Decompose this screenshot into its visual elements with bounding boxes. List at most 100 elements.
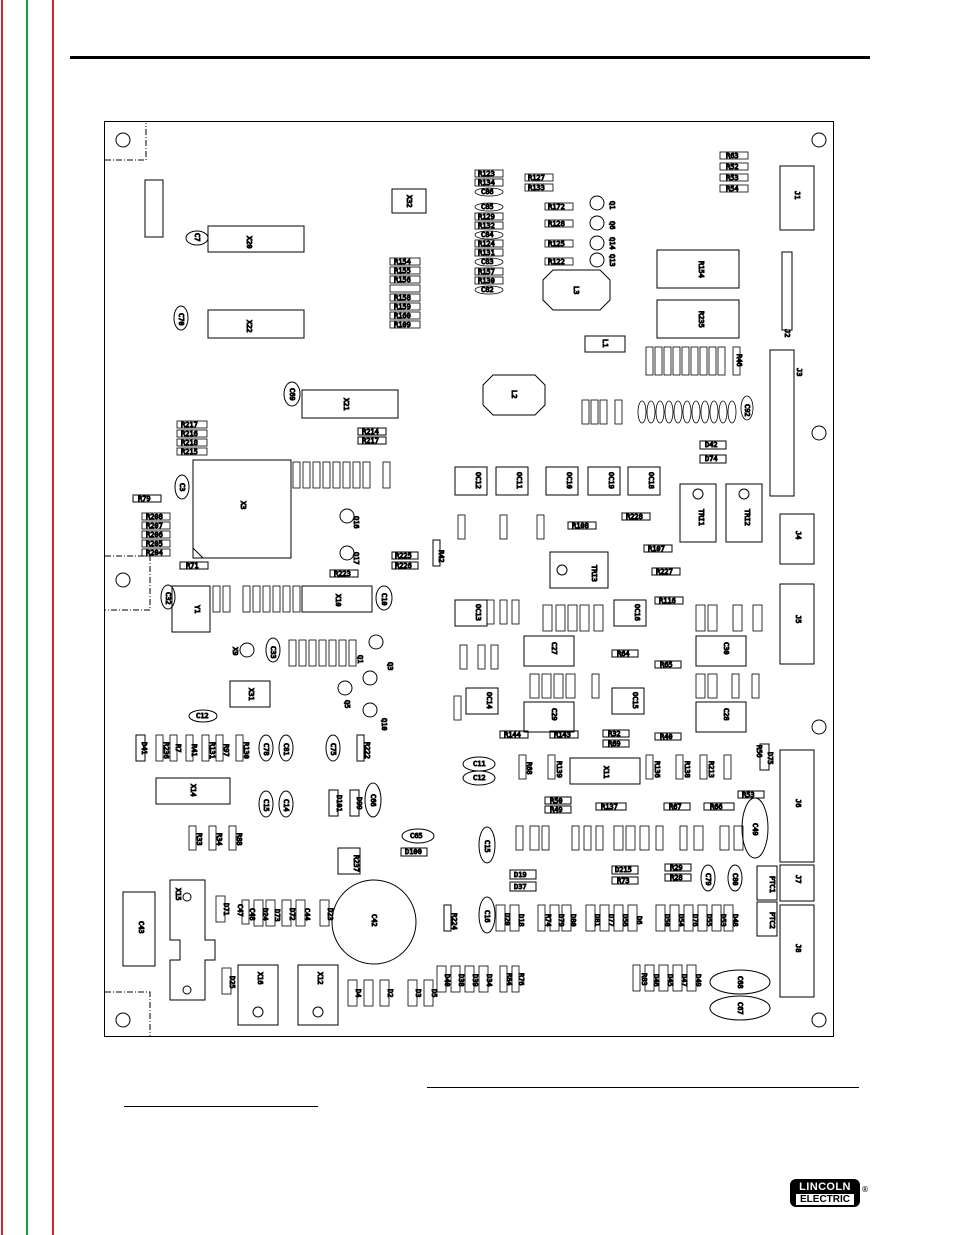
- underline-rule-left: [124, 1106, 318, 1107]
- capacitor-c92: [740, 395, 754, 421]
- cutout-outline: [105, 123, 147, 161]
- component-label: C79: [704, 873, 712, 886]
- resistor-r129: [474, 212, 504, 221]
- component-outline: [262, 585, 271, 613]
- component-label: C81: [282, 743, 290, 756]
- capacitor-c33: [265, 637, 281, 663]
- component-outline: [644, 964, 655, 992]
- ic-x22: [207, 309, 305, 339]
- component-label: R66: [710, 803, 723, 811]
- component-label: R218: [181, 439, 198, 447]
- resistor-r71: [179, 561, 209, 570]
- component-x15: [169, 879, 216, 1001]
- component-label: R67: [669, 803, 682, 811]
- component-label: C47: [236, 904, 244, 917]
- component-label: R73: [617, 877, 630, 885]
- capacitor-c84: [474, 230, 504, 240]
- component-label: D20: [503, 913, 511, 926]
- component-label: R107: [648, 545, 665, 553]
- component-outline: [342, 461, 351, 489]
- component-label: D42: [705, 441, 718, 449]
- component-outline: [298, 639, 307, 667]
- component-outline: [590, 399, 599, 425]
- component-label: C33: [269, 646, 277, 659]
- component-label: D75: [766, 752, 774, 765]
- resistor-r143: [549, 730, 579, 739]
- ic-x20: [207, 225, 305, 253]
- component-label: X16: [256, 972, 264, 985]
- component-outline: [752, 604, 763, 632]
- transistor-q10: [362, 702, 378, 718]
- ic-x31: [229, 680, 271, 708]
- component-label: PTC1: [768, 876, 776, 893]
- component-outline: [389, 257, 421, 266]
- component-label: C43: [137, 921, 145, 934]
- component-label: C65: [410, 832, 423, 840]
- component-label: L2: [510, 390, 518, 398]
- resistor-r235-power: [656, 299, 740, 339]
- component-outline: [614, 399, 623, 425]
- component-outline: [486, 599, 495, 625]
- component-label: X3: [239, 501, 247, 509]
- component-outline: [182, 892, 192, 902]
- component-outline: [549, 904, 560, 932]
- component-outline: [282, 585, 291, 613]
- transistor-q14: [589, 235, 605, 251]
- component-label: C48: [248, 908, 256, 921]
- component-outline: [658, 964, 669, 992]
- component-label: R205: [146, 540, 163, 548]
- component-label: D45: [666, 974, 674, 987]
- resistor-r53: [719, 173, 749, 182]
- component-outline: [477, 644, 486, 670]
- component-label: R33: [195, 833, 203, 846]
- component-outline: [272, 585, 281, 613]
- component-outline: [542, 604, 553, 632]
- component-outline: [176, 438, 208, 447]
- resistor-stack-r154: [389, 257, 421, 329]
- resistor-r154-power: [656, 249, 740, 289]
- component-outline: [583, 825, 592, 851]
- component-label: OC12: [474, 472, 482, 489]
- component-outline: [511, 965, 520, 993]
- resistor-r50: [544, 796, 572, 805]
- component-outline: [379, 979, 390, 1007]
- component-label: R206: [146, 531, 163, 539]
- component-label: R137: [601, 803, 618, 811]
- component-outline: [655, 904, 666, 932]
- component-label: D39: [471, 974, 479, 987]
- capacitor-c12-mid: [462, 770, 496, 786]
- component-label: R71: [186, 562, 199, 570]
- component-label: D18: [517, 914, 525, 927]
- capacitor-c27: [523, 635, 575, 667]
- component-outline: [322, 461, 331, 489]
- component-label: C14: [282, 799, 290, 812]
- capacitor-c15: [258, 790, 274, 818]
- component-label: D80: [569, 914, 577, 927]
- component-label: OC10: [565, 472, 573, 489]
- component-label: D49: [694, 974, 702, 987]
- component-label: R46: [735, 354, 743, 367]
- component-label: R79: [138, 495, 151, 503]
- inductor-l2: [482, 374, 546, 416]
- capacitor-c12: [188, 709, 218, 723]
- diode-d42: [699, 440, 727, 450]
- mounting-hole: [811, 425, 827, 441]
- component-label: R123: [478, 170, 495, 178]
- optocoupler-oc15: [611, 687, 645, 715]
- component-outline: [708, 346, 717, 376]
- component-outline: [693, 825, 704, 851]
- component-label: R53: [726, 174, 739, 182]
- component-outline: [711, 904, 722, 932]
- component-outline: [663, 346, 672, 376]
- component-label: R88: [235, 833, 243, 846]
- component-outline: [655, 400, 665, 424]
- component-outline: [499, 599, 508, 625]
- component-outline: [495, 904, 506, 932]
- diode-d100: [400, 847, 428, 857]
- component-label: J6: [794, 799, 802, 807]
- component-label: R68: [525, 762, 533, 775]
- component-label: C29: [550, 708, 558, 721]
- resistor-r49: [544, 805, 572, 814]
- component-label: R41: [190, 744, 198, 757]
- component-outline: [585, 904, 596, 932]
